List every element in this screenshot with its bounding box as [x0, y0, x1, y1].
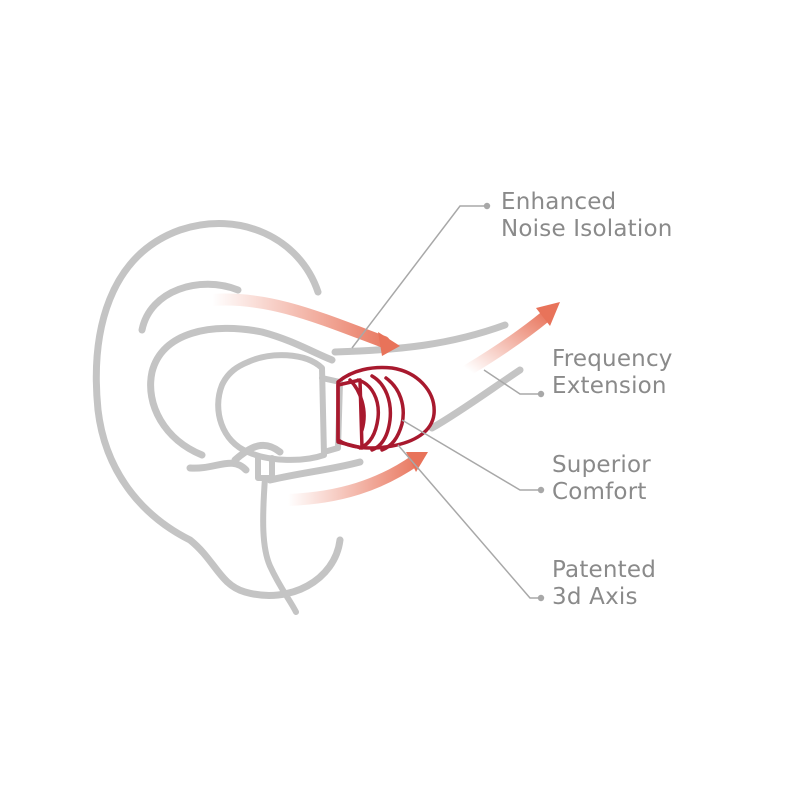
leader-dots — [483, 202, 545, 602]
leader-axis — [397, 444, 541, 599]
earphone-housing — [215, 352, 327, 463]
ear-canal-upper — [331, 321, 509, 356]
arrow-upper-head — [378, 332, 400, 356]
arrow-lower — [282, 454, 422, 506]
ear-canal-lower — [428, 366, 524, 432]
callout-noise-line2: Noise Isolation — [501, 216, 673, 242]
flow-arrows — [206, 293, 560, 506]
callout-noise-line1: Enhanced — [501, 189, 617, 215]
callout-axis-line2: 3d Axis — [552, 584, 638, 610]
arrow-exit — [462, 310, 552, 376]
ear-concha — [147, 324, 336, 459]
callout-comfort-line1: Superior — [552, 452, 651, 478]
callout-frequency-extension: Frequency Extension — [552, 346, 673, 400]
ear-tragus — [266, 458, 364, 484]
callout-patented-axis: Patented 3d Axis — [552, 557, 656, 611]
callout-superior-comfort: Superior Comfort — [552, 452, 651, 506]
arrow-upper — [206, 293, 390, 348]
leader-lines — [351, 205, 541, 599]
ear-outer-helix — [92, 220, 344, 599]
callout-frequency-line1: Frequency — [552, 346, 673, 372]
callout-axis-line1: Patented — [552, 557, 657, 583]
leader-dot-axis — [537, 594, 545, 602]
eartip — [336, 365, 436, 452]
ear-inner-fold — [138, 280, 242, 334]
callout-comfort-line2: Comfort — [552, 479, 647, 505]
arrow-exit-head — [536, 302, 560, 326]
leader-comfort — [401, 419, 541, 491]
leader-noise — [351, 205, 486, 349]
callout-frequency-line2: Extension — [552, 373, 667, 399]
arrow-lower-head — [406, 452, 428, 472]
leader-dot-frequency — [537, 390, 545, 398]
ear-lower-curve — [231, 441, 284, 464]
ear-lobe-base — [186, 459, 250, 474]
leader-dot-noise — [483, 202, 491, 210]
leader-dot-comfort — [537, 486, 545, 494]
callout-noise-isolation: Enhanced Noise Isolation — [501, 189, 673, 243]
earphone-cable — [260, 475, 299, 615]
leader-frequency — [483, 369, 541, 395]
